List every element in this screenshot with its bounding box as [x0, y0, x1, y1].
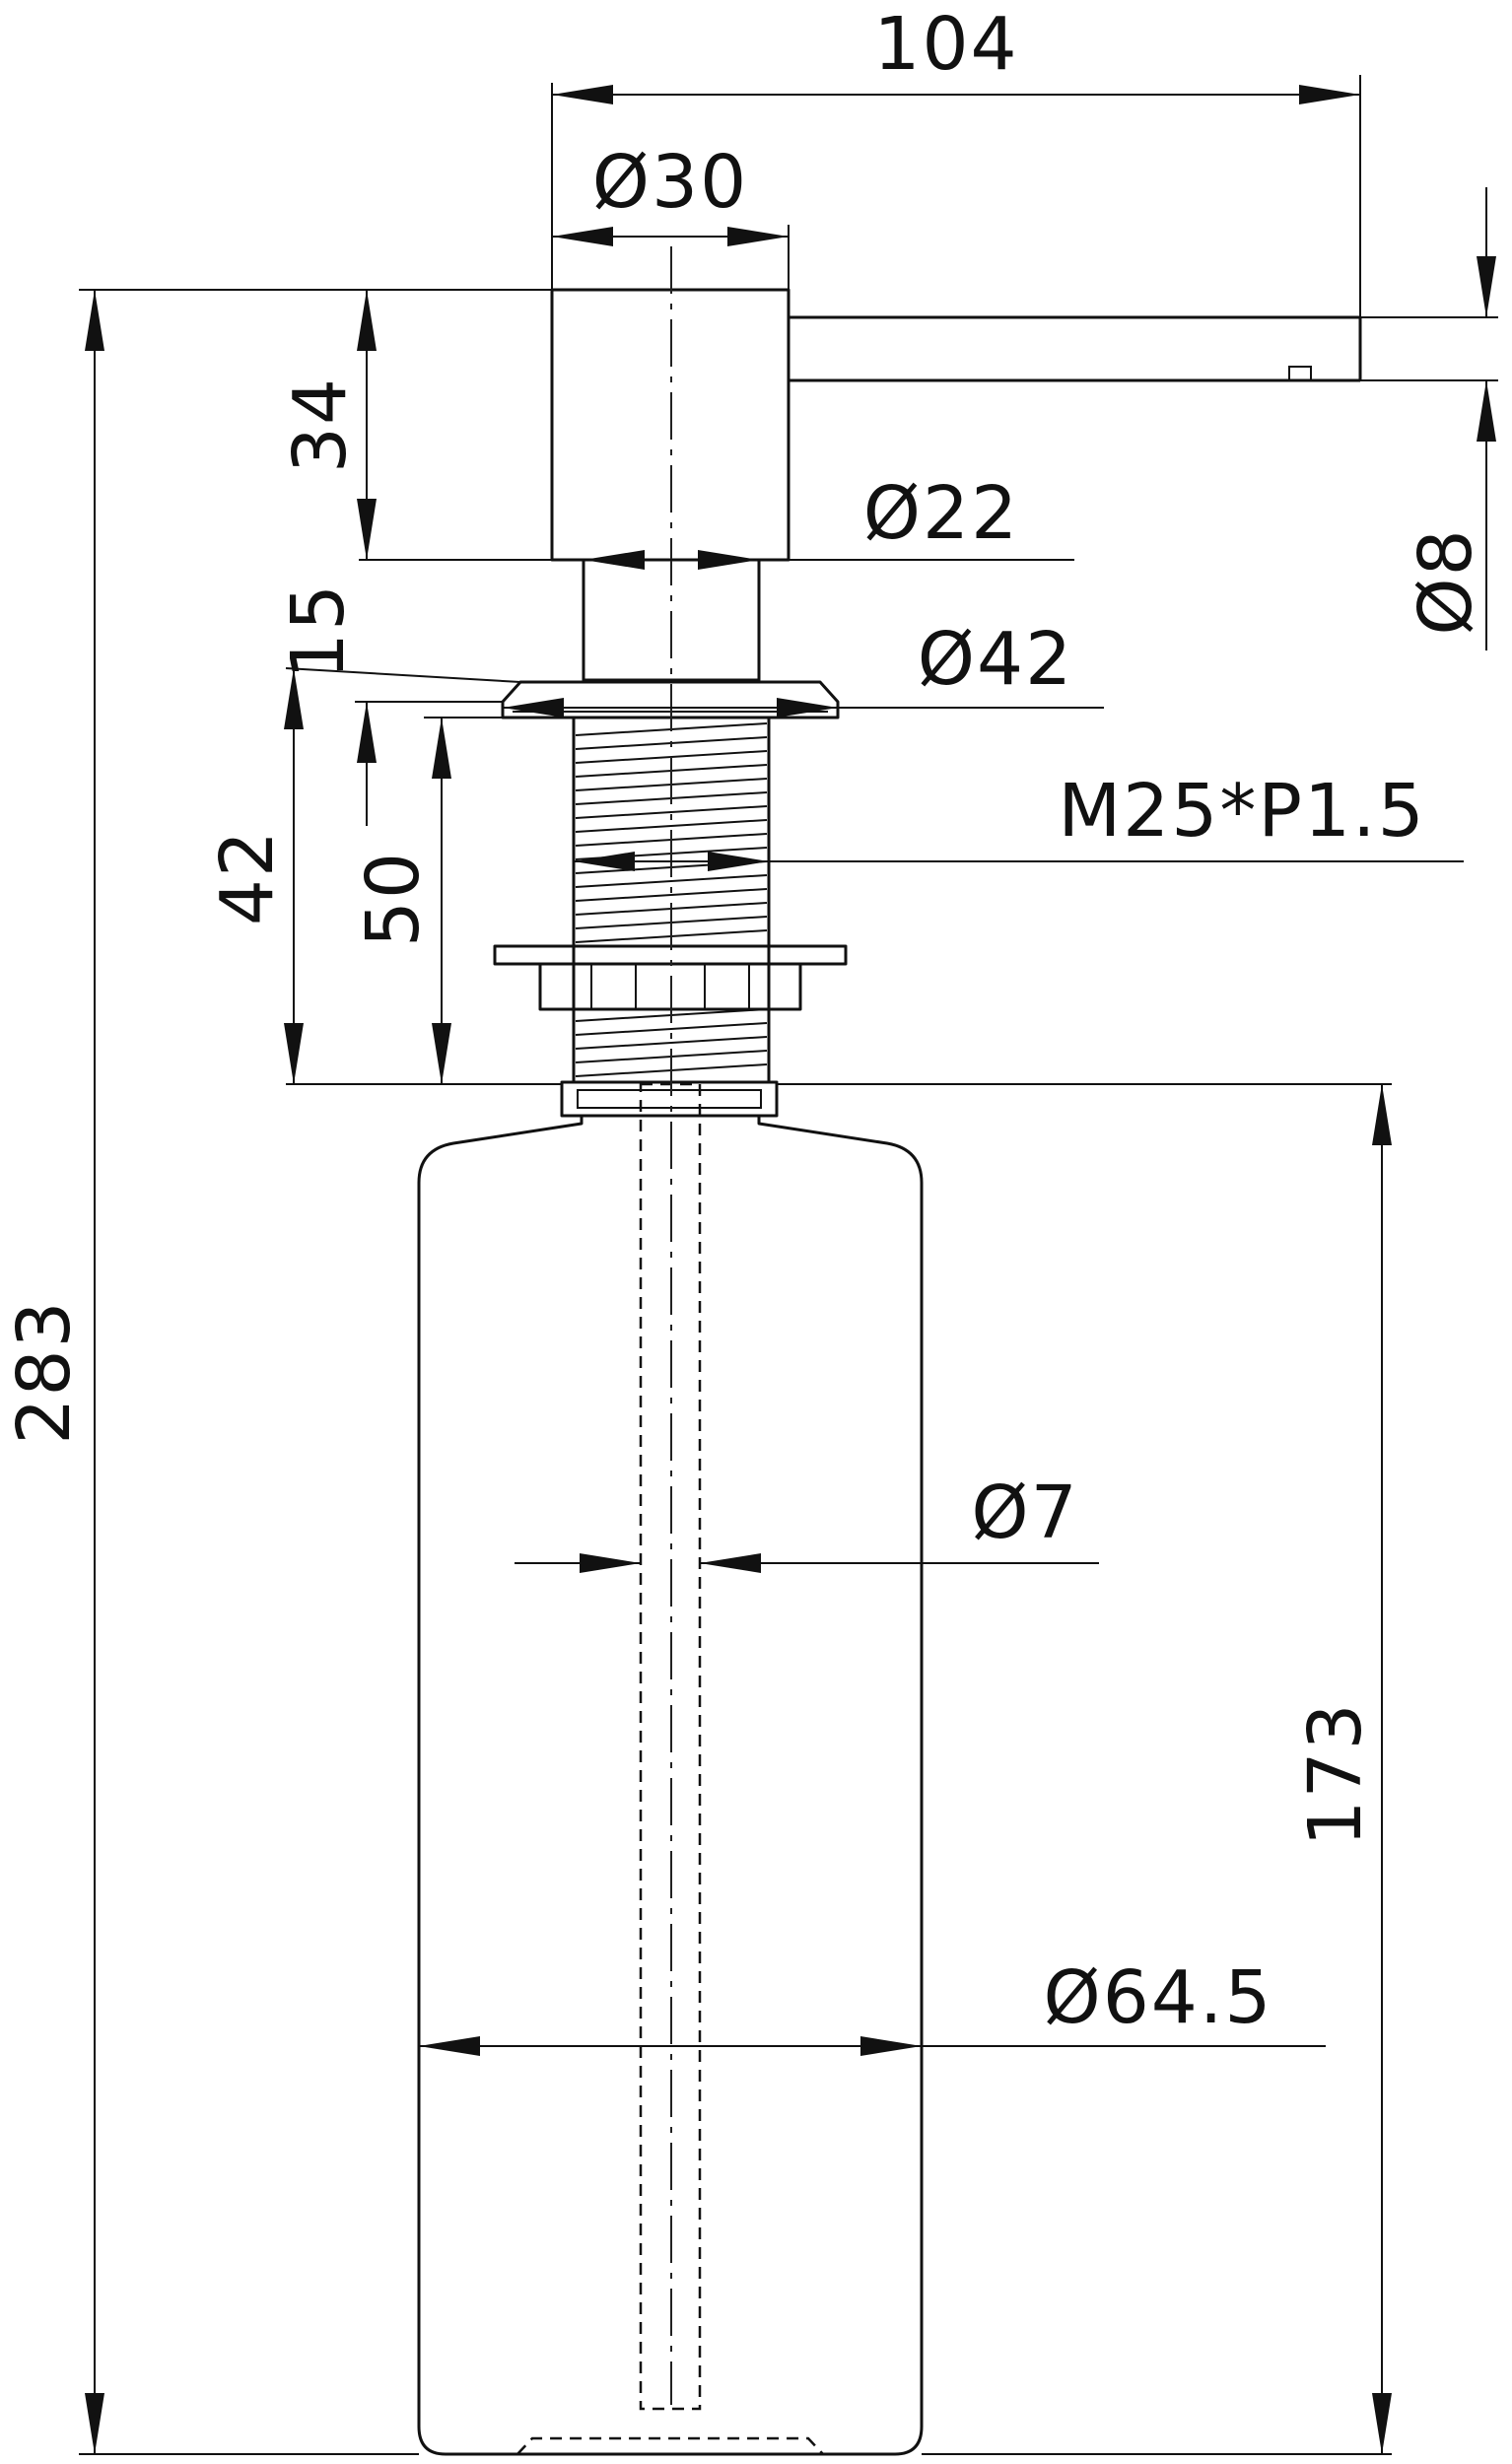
dimension-labels: 104 Ø30 34 Ø22 Ø8 15 Ø42 M25*P1.5 42 50 …: [2, 2, 1488, 2040]
arrowheads: [85, 85, 1496, 2454]
label-173: 173: [1293, 1701, 1378, 1846]
label-head-diameter: Ø30: [592, 140, 748, 225]
label-50: 50: [351, 851, 436, 947]
bottle-cap: [560, 1080, 779, 1118]
label-34: 34: [278, 376, 363, 473]
thread-line: [575, 805, 768, 819]
extension-lines: [79, 75, 1498, 2455]
thread-line: [575, 1022, 768, 1036]
dimension-lines: [94, 94, 1487, 2454]
spout-nozzle: [1288, 366, 1312, 381]
bottle: [417, 1116, 924, 2456]
label-thread-spec: M25*P1.5: [1058, 769, 1425, 854]
label-tube-diameter: Ø7: [971, 1471, 1078, 1555]
label-42: 42: [205, 829, 290, 925]
label-283: 283: [2, 1299, 87, 1444]
thread-line: [575, 819, 768, 833]
label-spout-diameter: Ø8: [1404, 527, 1488, 635]
label-flange-diameter: Ø42: [918, 617, 1073, 702]
label-104: 104: [873, 2, 1018, 87]
thread-line: [575, 874, 768, 888]
thread-line: [575, 1036, 768, 1050]
label-body-diameter: Ø22: [863, 471, 1019, 556]
label-15: 15: [276, 582, 361, 679]
label-bottle-diameter: Ø64.5: [1043, 1955, 1272, 2040]
thread-line: [575, 888, 768, 902]
